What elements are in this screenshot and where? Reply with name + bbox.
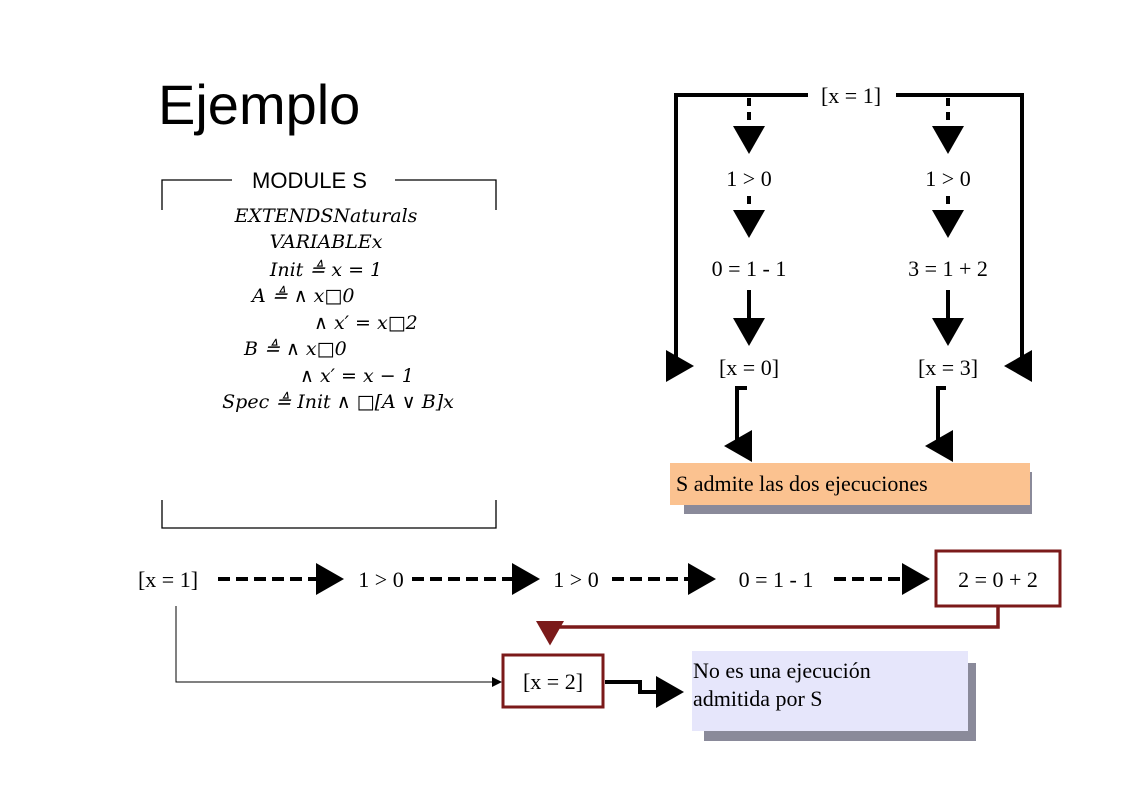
module-body: EXTENDSNaturals VARIABLEx Init ≜ x = 1 A…: [222, 205, 454, 413]
module-line: EXTENDSNaturals: [234, 205, 418, 227]
right-step: 3 = 1 + 2: [908, 256, 988, 281]
result-state-box: [501, 653, 605, 709]
module-line: Init ≜ x = 1: [269, 259, 382, 281]
not-admitted-line-2: admitida por S: [693, 686, 823, 711]
elbow-arrow: [605, 676, 684, 708]
module-line: ∧ x′ = x − 1: [300, 365, 414, 387]
highlighted-step-box: [934, 549, 1062, 608]
left-state: [x = 0]: [719, 355, 779, 380]
right-guard: 1 > 0: [925, 166, 970, 191]
execution-chain: [x = 1] 1 > 0 1 > 0 0 = 1 - 1 2 = 0 + 2 …: [138, 549, 1062, 741]
chain-node: 2 = 0 + 2: [958, 567, 1038, 592]
not-admitted-line-1: No es una ejecución: [693, 658, 871, 683]
tree-root-state: [x = 1]: [821, 83, 881, 108]
left-guard: 1 > 0: [726, 166, 771, 191]
thin-connector-arrow: [175, 606, 502, 687]
admits-callout: [670, 463, 1030, 505]
module-line: A ≜ ∧ x□0: [250, 285, 354, 307]
right-state: [x = 3]: [918, 355, 978, 380]
red-connector-arrow: [536, 606, 1000, 646]
slide-title: Ejemplo: [158, 73, 360, 136]
elbow-arrow: [925, 386, 953, 462]
result-state: [x = 2]: [523, 669, 583, 694]
module-line: VARIABLEx: [270, 231, 383, 253]
chain-node: [x = 1]: [138, 567, 198, 592]
chain-node: 1 > 0: [358, 567, 403, 592]
left-bracket-arrow: [666, 93, 808, 382]
module-label: MODULE S: [252, 168, 367, 193]
elbow-arrow: [724, 386, 752, 462]
left-step: 0 = 1 - 1: [712, 256, 787, 281]
admits-callout-text: S admite las dos ejecuciones: [676, 471, 928, 496]
chain-node: 0 = 1 - 1: [739, 567, 814, 592]
module-line: Spec ≜ Init ∧ □[A ∨ B]x: [222, 391, 454, 413]
chain-node: 1 > 0: [553, 567, 598, 592]
right-bracket-arrow: [896, 93, 1032, 382]
module-line: ∧ x′ = x□2: [314, 312, 418, 334]
execution-tree: [x = 1] 1 > 0 0 = 1 - 1 [x = 0] 1 > 0 3 …: [666, 83, 1032, 514]
module-line: B ≜ ∧ x□0: [243, 338, 347, 360]
not-admitted-callout: [692, 651, 968, 731]
module-box: MODULE S: [161, 168, 497, 529]
